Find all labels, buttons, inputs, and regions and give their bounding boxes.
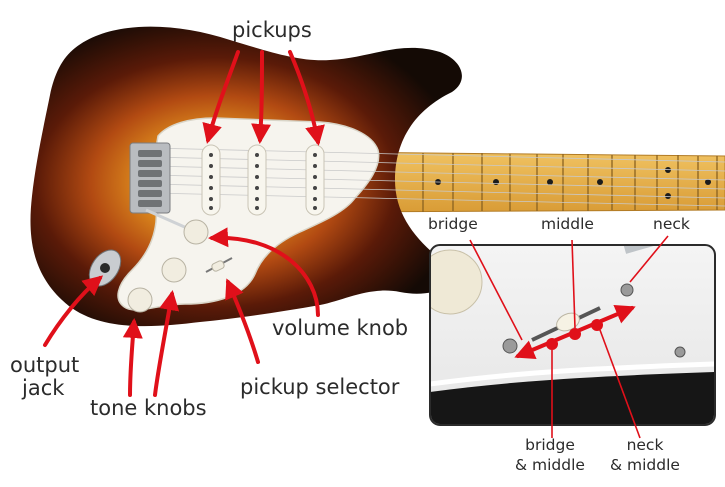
callout-arrows (43, 50, 325, 397)
knobs (127, 219, 209, 313)
inset-label-bridge: bridge (428, 215, 478, 233)
pickups-group (201, 144, 325, 216)
inset-label-neck: neck (653, 215, 690, 233)
label-tone-knobs: tone knobs (90, 396, 207, 420)
strings (149, 147, 725, 207)
neck (329, 151, 725, 213)
inset-label-middle: middle (541, 215, 594, 233)
label-output-jack-line1: output (10, 353, 80, 377)
inset-label-neck-middle-line2: & middle (610, 456, 680, 474)
bridge-saddles (129, 142, 171, 214)
selector-switch (205, 257, 233, 273)
inset-label-bridge-middle-line1: bridge (525, 436, 575, 454)
selector-inset (429, 235, 716, 439)
label-pickups: pickups (232, 18, 312, 42)
label-output-jack-line2: jack (22, 376, 65, 400)
inset-label-neck-middle-line1: neck (626, 436, 664, 454)
label-pickup-selector: pickup selector (240, 375, 400, 399)
label-volume-knob: volume knob (272, 316, 409, 340)
inset-label-bridge-middle-line2: & middle (515, 456, 585, 474)
